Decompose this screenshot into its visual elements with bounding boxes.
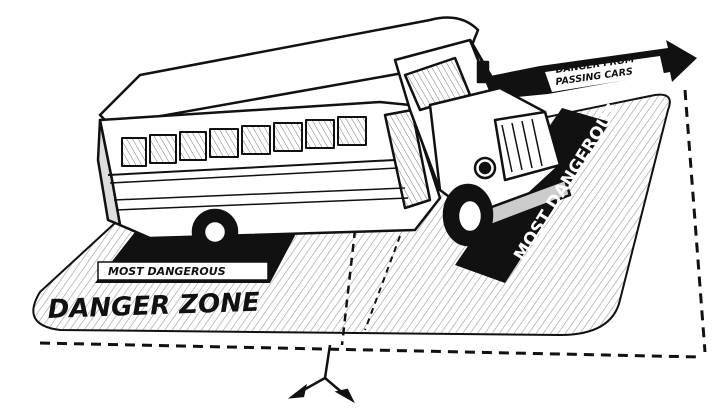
most-dangerous-side-label: MOST DANGEROUS [108,265,226,278]
walkway-arrows-icon [292,345,352,400]
school-bus-illustration [98,18,570,254]
